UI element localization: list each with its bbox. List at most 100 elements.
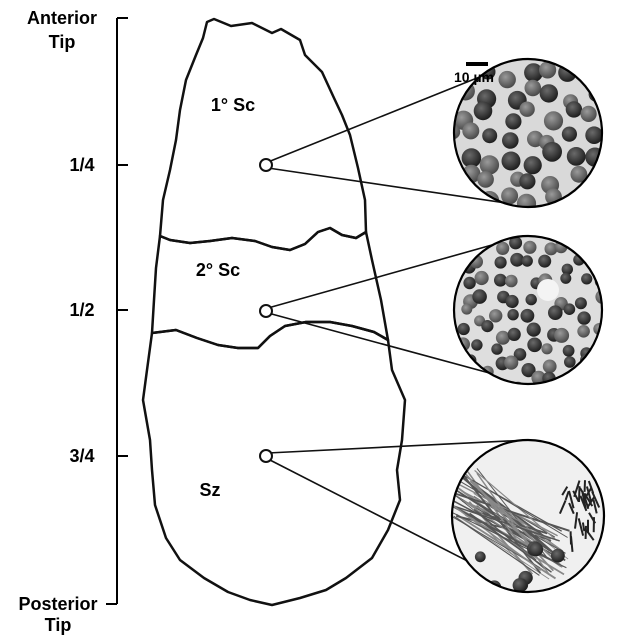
cell-nucleus bbox=[564, 303, 576, 315]
cell-nucleus bbox=[523, 241, 536, 254]
cell-nucleus bbox=[564, 226, 577, 239]
cell-nucleus bbox=[581, 273, 592, 284]
sperm-head bbox=[579, 486, 580, 502]
tick-label-quarter: 1/4 bbox=[69, 155, 94, 175]
cell-nucleus bbox=[502, 152, 521, 171]
anterior-tip-label: Tip bbox=[49, 32, 76, 52]
cell-nucleus bbox=[559, 42, 579, 62]
region-label-spermatozoa: Sz bbox=[199, 480, 220, 500]
cell-nucleus bbox=[577, 375, 591, 389]
cell-nucleus bbox=[475, 551, 486, 562]
cell-nucleus bbox=[593, 63, 610, 80]
region-spermatozoa-outline bbox=[143, 322, 405, 605]
region-label-primary: 1° Sc bbox=[211, 95, 255, 115]
cell-nucleus bbox=[440, 46, 456, 62]
testis-outline bbox=[143, 19, 405, 605]
cell-nucleus bbox=[495, 256, 507, 268]
vacuole bbox=[537, 279, 559, 301]
sample-point-secondary bbox=[260, 305, 272, 317]
cell-nucleus bbox=[435, 73, 452, 90]
cell-nucleus bbox=[567, 147, 586, 166]
cell-nucleus bbox=[446, 223, 457, 234]
cell-nucleus bbox=[542, 142, 562, 162]
scale-bar bbox=[466, 62, 488, 66]
cell-nucleus bbox=[563, 345, 575, 357]
cell-nucleus bbox=[437, 302, 451, 316]
cell-nucleus bbox=[508, 328, 521, 341]
cell-nucleus bbox=[538, 37, 558, 57]
cell-nucleus bbox=[440, 364, 454, 378]
cell-nucleus bbox=[595, 345, 610, 360]
cell-nucleus bbox=[519, 173, 535, 189]
cell-nucleus bbox=[440, 293, 454, 307]
cell-nucleus bbox=[590, 357, 603, 370]
cell-nucleus bbox=[585, 45, 603, 63]
micrograph-secondary bbox=[437, 222, 613, 394]
cell-nucleus bbox=[569, 192, 585, 208]
cell-nucleus bbox=[543, 360, 557, 374]
cell-nucleus bbox=[504, 356, 518, 370]
cell-nucleus bbox=[439, 278, 452, 291]
cell-nucleus bbox=[524, 156, 542, 174]
cell-nucleus bbox=[577, 311, 590, 324]
cell-nucleus bbox=[458, 323, 470, 335]
cell-nucleus bbox=[474, 102, 493, 121]
micrograph-primary: 10 µm bbox=[433, 37, 611, 216]
cell-nucleus bbox=[433, 168, 450, 185]
cell-nucleus bbox=[566, 101, 582, 117]
cell-nucleus bbox=[580, 223, 591, 234]
cell-nucleus bbox=[496, 242, 509, 255]
cell-nucleus bbox=[560, 273, 571, 284]
micrograph-spermatozoa bbox=[448, 440, 604, 594]
cell-nucleus bbox=[439, 91, 456, 108]
cell-nucleus bbox=[475, 271, 489, 285]
cell-nucleus bbox=[575, 297, 587, 309]
cell-nucleus bbox=[477, 171, 494, 188]
cell-nucleus bbox=[505, 275, 518, 288]
cell-nucleus bbox=[473, 222, 485, 234]
cell-nucleus bbox=[593, 172, 608, 187]
cell-nucleus bbox=[526, 294, 537, 305]
cell-nucleus bbox=[507, 309, 518, 320]
cell-nucleus bbox=[505, 113, 521, 129]
cell-nucleus bbox=[472, 289, 487, 304]
cell-nucleus bbox=[441, 149, 457, 165]
cell-nucleus bbox=[527, 338, 542, 353]
cell-nucleus bbox=[463, 277, 475, 289]
cell-nucleus bbox=[442, 376, 456, 390]
cell-nucleus bbox=[564, 356, 576, 368]
cell-nucleus bbox=[591, 256, 602, 267]
cell-nucleus bbox=[461, 45, 476, 60]
cell-nucleus bbox=[592, 198, 609, 215]
cell-nucleus bbox=[474, 374, 487, 387]
cell-nucleus bbox=[461, 304, 472, 315]
cell-nucleus bbox=[505, 38, 522, 55]
sample-point-spermatozoa bbox=[260, 450, 272, 462]
tick-label-half: 1/2 bbox=[69, 300, 94, 320]
cell-nucleus bbox=[497, 224, 511, 238]
cell-nucleus bbox=[522, 255, 533, 266]
cell-nucleus bbox=[540, 84, 558, 102]
cell-nucleus bbox=[585, 126, 603, 144]
cell-nucleus bbox=[454, 226, 467, 239]
cell-nucleus bbox=[581, 106, 597, 122]
cell-nucleus bbox=[444, 124, 460, 140]
cell-nucleus bbox=[580, 237, 591, 248]
cell-nucleus bbox=[499, 71, 516, 88]
cell-nucleus bbox=[560, 382, 572, 394]
cell-nucleus bbox=[538, 255, 551, 268]
cell-nucleus bbox=[527, 323, 541, 337]
cell-nucleus bbox=[491, 343, 502, 354]
cell-nucleus bbox=[489, 309, 502, 322]
cell-nucleus bbox=[438, 339, 450, 351]
scale-bar-label: 10 µm bbox=[454, 69, 494, 85]
cell-nucleus bbox=[490, 382, 502, 394]
cell-nucleus bbox=[494, 274, 507, 287]
cell-nucleus bbox=[554, 328, 569, 343]
cell-nucleus bbox=[439, 188, 456, 205]
cell-nucleus bbox=[517, 194, 536, 213]
region-secondary-outline bbox=[152, 228, 388, 348]
sperm-head bbox=[583, 523, 584, 532]
cell-nucleus bbox=[548, 305, 563, 320]
